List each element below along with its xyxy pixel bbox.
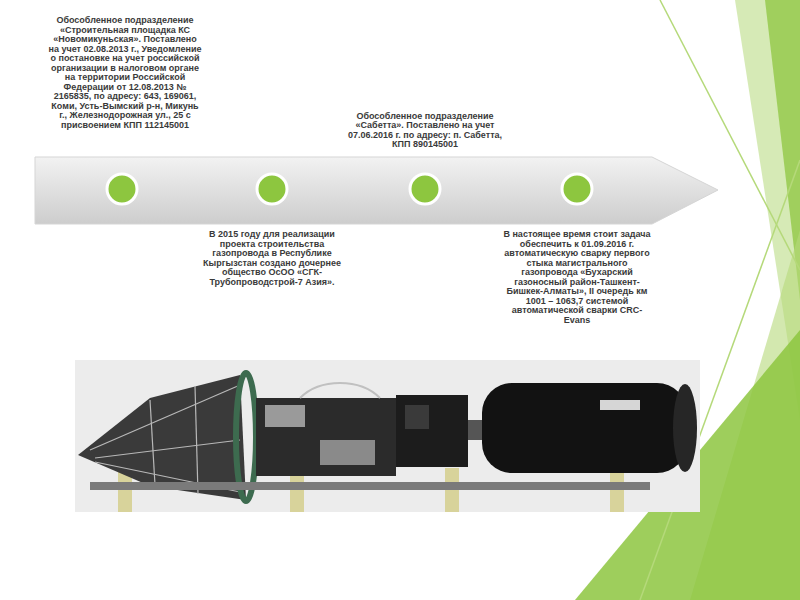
machine-nose-cone	[78, 375, 246, 500]
timeline-dot	[257, 174, 287, 204]
timeline-dot	[562, 174, 592, 204]
cylinder-plate	[600, 400, 640, 410]
timeline-note: В настоящее время стоит задача обеспечит…	[502, 230, 652, 325]
cylinder-end	[673, 384, 697, 472]
corner-line	[660, 0, 800, 270]
machine-box	[405, 405, 429, 429]
timeline-dot	[410, 174, 440, 204]
machine-body	[256, 398, 396, 476]
machine-box	[396, 395, 468, 467]
machine-base	[90, 482, 650, 490]
cone-frame	[90, 385, 240, 494]
welding-machine-photo	[75, 360, 700, 512]
machine-part	[265, 405, 305, 427]
timeline-note: Обособленное подразделение «Сабетта». По…	[345, 112, 505, 150]
cable	[300, 383, 380, 398]
photo-background	[75, 360, 700, 512]
timeline-dots	[107, 174, 592, 204]
machine-coupling	[468, 420, 484, 440]
gas-cylinder	[482, 383, 687, 473]
machine-part	[320, 440, 375, 465]
clamp-ring	[236, 373, 256, 501]
timeline-dot	[107, 174, 137, 204]
timeline-note: Обособленное подразделение «Строительная…	[47, 16, 203, 130]
timeline-arrow	[35, 157, 718, 224]
timeline-note: В 2015 году для реализации проекта строи…	[197, 230, 347, 287]
